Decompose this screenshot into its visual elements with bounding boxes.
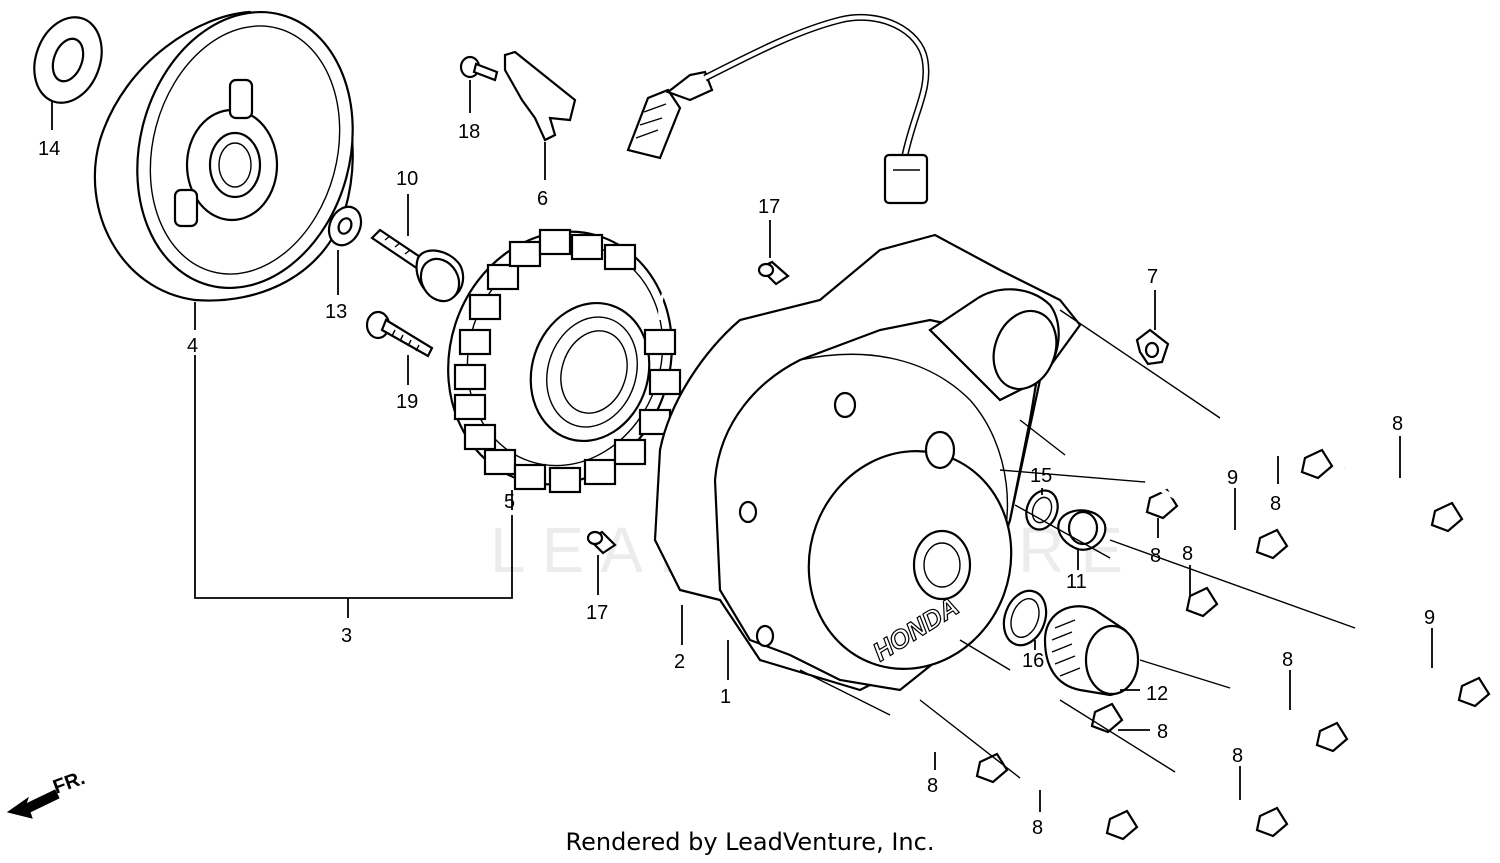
callout-12: 12 <box>1146 683 1168 705</box>
bolt-8-i <box>1174 770 1289 838</box>
plug-12 <box>1043 605 1140 697</box>
bolt-9-a <box>1144 480 1289 560</box>
dowel-17-upper <box>757 260 790 286</box>
assembly-bracket-3 <box>194 355 513 618</box>
callout-8-g: 8 <box>927 775 938 797</box>
clamp-7 <box>1135 328 1170 366</box>
assembly-lines <box>799 309 1356 779</box>
stator-5 <box>447 228 682 494</box>
callout-8-f: 8 <box>1157 721 1168 743</box>
callout-7: 7 <box>1147 266 1158 288</box>
callout-10: 10 <box>396 168 418 190</box>
front-direction-arrow: FR. <box>6 767 88 819</box>
callout-5: 5 <box>504 491 515 513</box>
callout-8-d: 8 <box>1182 543 1193 565</box>
clamp-plate-6 <box>503 50 577 142</box>
callout-9-b: 9 <box>1424 607 1435 629</box>
callout-9-a: 9 <box>1227 467 1238 489</box>
callout-8-a: 8 <box>1392 413 1403 435</box>
callout-8-i: 8 <box>1232 745 1243 767</box>
callout-6: 6 <box>537 188 548 210</box>
callout-17-upper: 17 <box>758 196 780 218</box>
wire-harness <box>626 13 930 321</box>
bolt-set <box>889 416 1491 841</box>
callout-2: 2 <box>674 651 685 673</box>
callout-15: 15 <box>1030 465 1052 487</box>
callout-8-h: 8 <box>1032 817 1043 839</box>
bolt-8-f <box>1009 668 1124 734</box>
callout-16: 16 <box>1022 650 1044 672</box>
callout-8-e: 8 <box>1282 649 1293 671</box>
callout-17-lower: 17 <box>586 602 608 624</box>
bolt-8-d <box>1109 556 1219 618</box>
callout-3: 3 <box>341 625 352 647</box>
cap-11 <box>1057 509 1107 551</box>
bolt-19 <box>365 310 434 358</box>
callout-19: 19 <box>396 391 418 413</box>
callout-4: 4 <box>187 335 198 357</box>
bolt-8-e <box>1229 686 1349 753</box>
callout-18: 18 <box>458 121 480 143</box>
dowel-17-lower <box>586 530 617 555</box>
flywheel-4 <box>93 10 354 302</box>
bolt-8-a <box>1219 416 1334 480</box>
washer-14 <box>33 16 103 104</box>
callout-14: 14 <box>38 138 60 160</box>
bolt-8-c <box>1064 453 1179 520</box>
footer-credit: Rendered by LeadVenture, Inc. <box>565 828 935 856</box>
bolt-10 <box>370 228 465 303</box>
callout-8-c: 8 <box>1150 545 1161 567</box>
bolt-9-b <box>1354 626 1491 708</box>
o-ring-16 <box>1002 589 1048 647</box>
callout-11: 11 <box>1066 571 1087 593</box>
callout-8-b: 8 <box>1270 493 1281 515</box>
bolt-8-b <box>1344 466 1464 533</box>
callout-1: 1 <box>720 686 731 708</box>
o-ring-15 <box>1025 489 1059 531</box>
washer-13 <box>327 205 363 247</box>
crankcase-cover-1: HONDA <box>713 288 1060 692</box>
leader-lines <box>934 436 1433 812</box>
bolt-18 <box>459 55 499 82</box>
callout-13: 13 <box>325 301 347 323</box>
bolt-8-g <box>889 713 1009 784</box>
direction-label: FR. <box>50 767 88 799</box>
bolt-8-h <box>1019 776 1139 841</box>
